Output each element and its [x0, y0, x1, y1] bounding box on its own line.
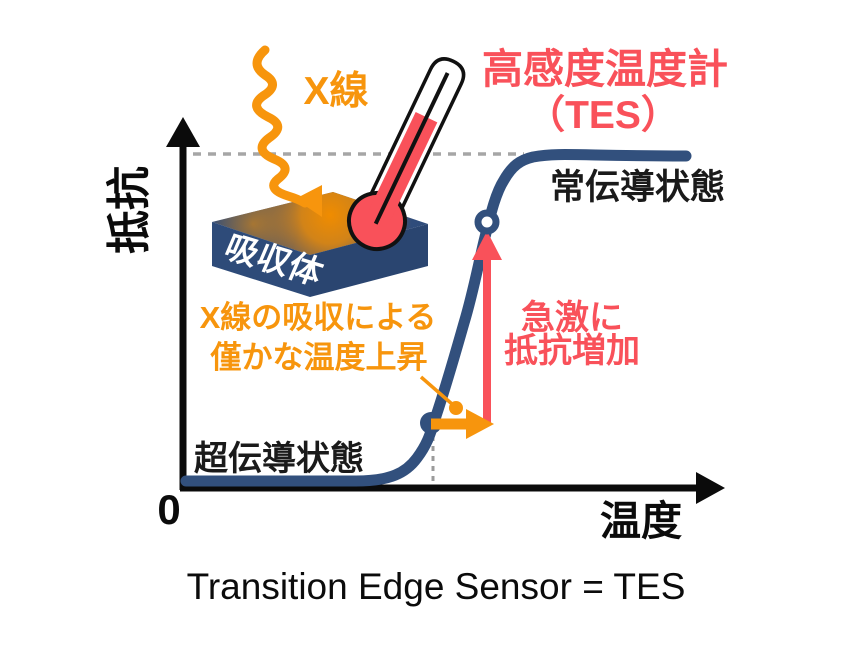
note-leader-dot [449, 401, 463, 415]
thermometer [347, 57, 466, 251]
rise-note-line1: 急激に [521, 299, 623, 337]
title-line1: 高感度温度計 [482, 46, 728, 92]
resistance-increase-arrow [472, 231, 502, 424]
superconducting-state-label: 超伝導状態 [194, 440, 364, 478]
xray-squiggle-path [252, 45, 310, 208]
rise-note-line2: 抵抗増加 [504, 331, 640, 370]
xray-wavy-arrow [252, 45, 322, 217]
xray-label: X線 [303, 70, 368, 113]
absorb-note-line1: X線の吸収による [200, 300, 437, 335]
caption-text: Transition Edge Sensor = TES [187, 566, 686, 607]
y-axis-arrowhead [166, 117, 200, 147]
absorb-note-line2: 僅かな温度上昇 [210, 340, 428, 375]
xray-arrowhead [295, 185, 322, 217]
x-axis-label: 温度 [600, 498, 682, 544]
normal-state-label: 常伝導状態 [550, 168, 725, 207]
axes [166, 117, 725, 504]
resistance-arrowhead [472, 231, 502, 260]
origin-label: 0 [157, 486, 180, 533]
resistance-temperature-curve [180, 148, 692, 487]
title-line2: （TES） [526, 94, 680, 137]
y-axis-label: 抵抗 [105, 166, 154, 254]
absorber-right-face [310, 224, 428, 297]
x-axis-arrowhead [696, 472, 725, 504]
thermometer-capillary [373, 72, 450, 225]
note-leader-line [419, 375, 454, 406]
temperature-rise-arrow [431, 409, 494, 439]
temp-arrowhead [466, 409, 494, 439]
absorber-left-face [212, 222, 310, 297]
transition-end-open-circle [474, 209, 500, 235]
